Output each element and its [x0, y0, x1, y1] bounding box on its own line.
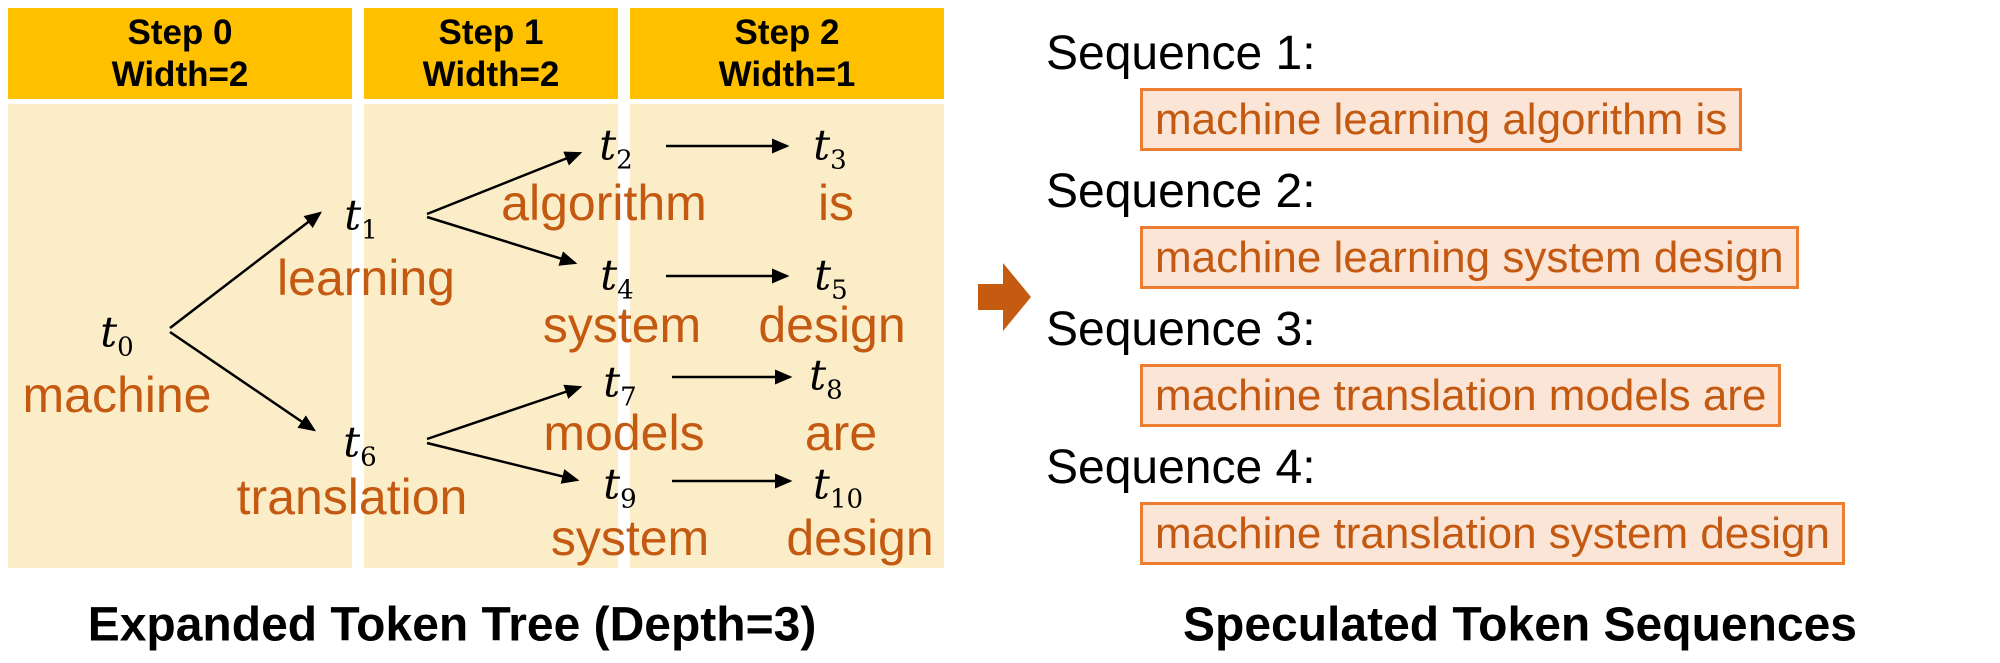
token-t10: t10: [812, 459, 864, 515]
word-system-lower: system: [550, 510, 710, 566]
token-t0: t0: [100, 307, 134, 363]
column-header-step0: Step 0 Width=2: [8, 8, 352, 99]
word-machine: machine: [22, 367, 212, 423]
word-system-upper: system: [542, 297, 702, 353]
word-models: models: [543, 405, 705, 461]
token-t3: t3: [813, 120, 847, 176]
sequence-1-label: Sequence 1:: [1046, 27, 1316, 80]
column-header-step2: Step 2 Width=1: [630, 8, 944, 99]
token-t2: t2: [599, 120, 633, 176]
word-is: is: [817, 175, 855, 231]
token-t9: t9: [603, 459, 637, 515]
column-width-label: Width=2: [422, 54, 560, 94]
token-t4: t4: [600, 250, 634, 306]
column-body-step2: [630, 104, 944, 568]
flow-arrow-icon: [978, 263, 1031, 331]
sequence-4-label: Sequence 4:: [1046, 441, 1316, 494]
word-design-lower: design: [786, 510, 934, 566]
left-panel-caption: Expanded Token Tree (Depth=3): [87, 598, 817, 652]
column-step-label: Step 0: [127, 12, 233, 52]
token-t1: t1: [344, 190, 378, 246]
token-t6: t6: [343, 417, 377, 473]
right-panel-caption: Speculated Token Sequences: [1183, 598, 1857, 652]
word-translation: translation: [236, 469, 468, 525]
sequence-4-box: machine translation system design: [1140, 502, 1845, 565]
sequence-3-label: Sequence 3:: [1046, 303, 1316, 356]
token-t8: t8: [809, 350, 843, 406]
column-header-step1: Step 1 Width=2: [364, 8, 618, 99]
column-width-label: Width=1: [718, 54, 856, 94]
token-t7: t7: [603, 357, 637, 413]
sequence-1-box: machine learning algorithm is: [1140, 88, 1743, 151]
word-design-upper: design: [758, 297, 906, 353]
sequence-3-box: machine translation models are: [1140, 364, 1782, 427]
word-algorithm: algorithm: [501, 175, 707, 231]
column-width-label: Width=2: [111, 54, 249, 94]
column-step-label: Step 1: [438, 12, 544, 52]
word-are: are: [804, 405, 878, 461]
token-t5: t5: [814, 250, 848, 306]
sequence-2-box: machine learning system design: [1140, 226, 1799, 289]
sequence-2-label: Sequence 2:: [1046, 165, 1316, 218]
word-learning: learning: [277, 250, 455, 306]
column-step-label: Step 2: [734, 12, 840, 52]
